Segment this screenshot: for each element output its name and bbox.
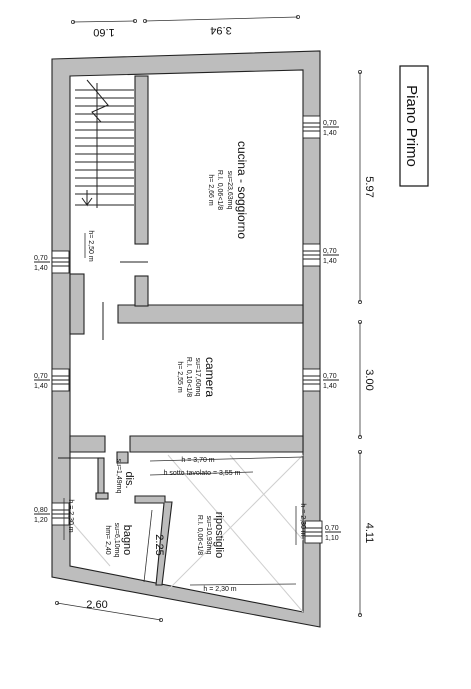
outer-walls xyxy=(51,50,321,628)
window-width: 0,70 xyxy=(34,255,48,262)
room-ri: R.I. 0,06<1/8 xyxy=(196,515,203,555)
room-name: cucina - soggiorno xyxy=(235,141,249,239)
room-kitchen: cucina - soggiorno su=23,63mq R.I. 0,06<… xyxy=(207,141,249,239)
window-left2: 0,70 1,40 xyxy=(34,368,70,392)
bedroom-wall-2 xyxy=(129,435,304,453)
room-ri: R.I. 0,10<1/8 xyxy=(185,357,192,397)
window-width: 0,80 xyxy=(34,507,48,514)
bath-wall-b xyxy=(95,492,109,500)
height-corridor: h= 2,50 m xyxy=(87,230,94,261)
window-right2: 0,70 1,40 xyxy=(302,243,339,267)
dim-bottom: 2.60 xyxy=(86,599,107,611)
height-top: h = 3,70 m xyxy=(181,457,214,464)
height-markers xyxy=(63,233,304,586)
height-under-boards: h sotto tavolato = 3,55 m xyxy=(164,470,241,477)
window-width: 0,70 xyxy=(323,248,337,255)
kitchen-wall xyxy=(117,304,304,324)
dim-inner: 2.25 xyxy=(153,534,165,555)
room-area: su=23,63mq xyxy=(226,171,233,210)
stair-wall xyxy=(134,75,149,245)
room-ri: R.I. 0,06<1/8 xyxy=(216,170,223,210)
staircase xyxy=(75,79,134,208)
height-storage-right: h = 2,30 m xyxy=(299,503,306,536)
room-area: su=17,60mq xyxy=(194,358,201,397)
room-name: ripostiglio xyxy=(213,512,225,558)
title-box xyxy=(399,65,429,187)
room-area: su=10,93mq xyxy=(205,516,212,555)
window-left1: 0,70 1,40 xyxy=(34,250,70,274)
window-height: 1,10 xyxy=(325,535,339,542)
window-right3: 0,70 1,40 xyxy=(302,368,339,392)
dim-right-2: 3.00 xyxy=(363,369,375,390)
height-bath-left: h = 2,30 m xyxy=(67,499,74,532)
window-width: 0,70 xyxy=(323,120,337,127)
room-height: hm= 2,40 xyxy=(104,525,111,554)
left-wall-bulge xyxy=(69,273,85,335)
window-height: 1,40 xyxy=(323,383,337,390)
window-width: 0,70 xyxy=(325,525,339,532)
window-right1: 0,70 1,40 xyxy=(302,115,339,139)
window-width: 0,70 xyxy=(34,373,48,380)
room-bath: bagno su=6,10mq hm= 2,40 xyxy=(104,523,133,558)
room-height: h= 2,55 m xyxy=(176,361,183,392)
dim-top-right: 3.94 xyxy=(210,24,231,36)
bath-wall-c xyxy=(116,451,129,464)
height-bottom: h = 2,30 m xyxy=(203,586,236,593)
room-name: dis. xyxy=(123,471,135,488)
room-bedroom: camera su=17,60mq R.I. 0,10<1/8 h= 2,55 … xyxy=(176,357,217,397)
room-area: su=1,49mq xyxy=(115,459,122,494)
window-left3: 0,80 1,20 xyxy=(34,502,70,526)
room-height: h= 2,66 m xyxy=(207,174,214,205)
window-width: 0,70 xyxy=(323,373,337,380)
bedroom-wall xyxy=(69,435,106,453)
room-storage: ripostiglio su=10,93mq R.I. 0,06<1/8 xyxy=(196,512,225,558)
window-height: 1,40 xyxy=(34,383,48,390)
room-area: su=6,10mq xyxy=(113,523,120,558)
dimension-lines xyxy=(55,14,362,623)
dim-right-1: 5.97 xyxy=(363,176,375,197)
bath-wall-a xyxy=(97,457,105,499)
windows: 0,70 1,40 0,70 1,40 0,70 1,40 0,70 1,10 0,70 1,40… xyxy=(34,115,341,544)
window-height: 1,20 xyxy=(34,517,48,524)
room-name: bagno xyxy=(121,525,133,556)
window-height: 1,40 xyxy=(323,130,337,137)
room-dis: dis. su=1,49mq xyxy=(115,459,135,494)
corridor-stub xyxy=(134,275,149,307)
page-title: Piano Primo xyxy=(403,85,420,167)
window-height: 1,40 xyxy=(34,265,48,272)
dim-top-left: 1.60 xyxy=(93,26,114,38)
room-name: camera xyxy=(203,357,217,397)
bath-partition xyxy=(134,495,173,586)
roof-lines xyxy=(69,454,304,613)
dim-right-3: 4.11 xyxy=(363,523,375,544)
window-height: 1,40 xyxy=(323,258,337,265)
window-right4: 0,70 1,10 xyxy=(304,520,341,544)
